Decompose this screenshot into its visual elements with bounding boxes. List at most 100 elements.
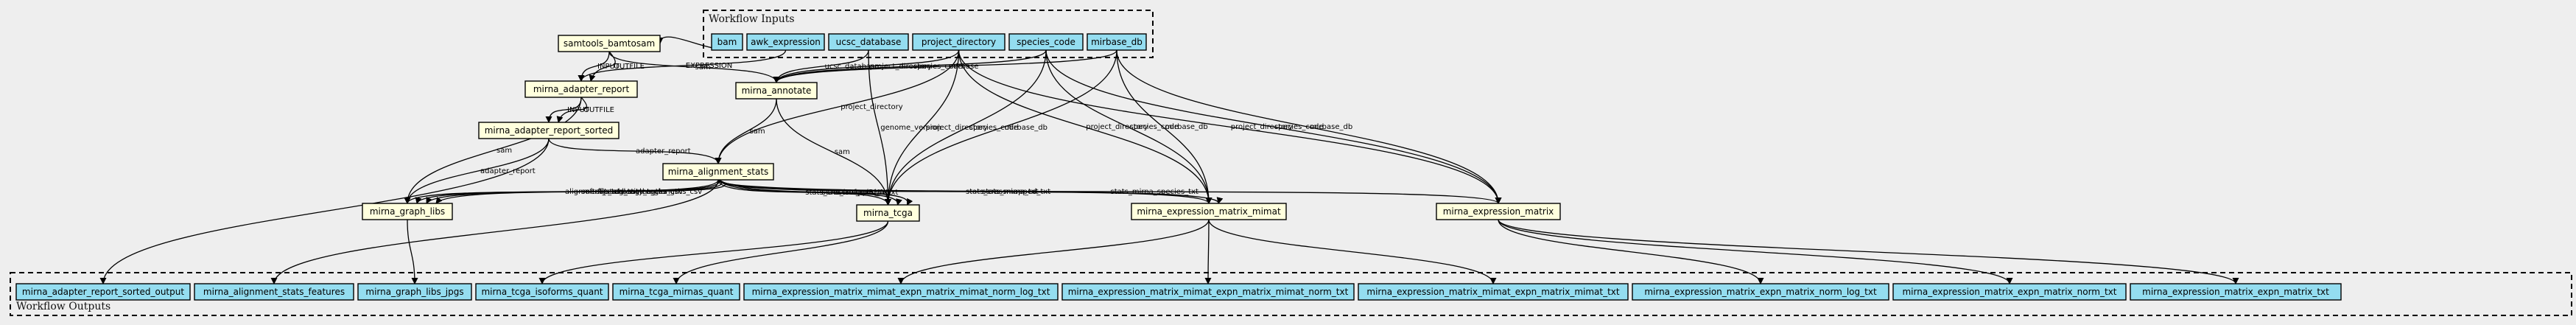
edge-label: genome_version [880, 124, 941, 132]
step-node-box [662, 163, 774, 181]
input-node-box [1008, 33, 1084, 51]
edge-mirna-alignment-stats-to-mirna-alignment-stats-features [270, 179, 719, 284]
edge-mirna-adapter-report-to-mirna-adapter-report-sorted [556, 97, 587, 123]
step-node-box [524, 80, 638, 98]
edge-label: filtered_taglengths_csv [597, 188, 683, 196]
edge-mirna-expression-matrix-to-mirna-expression-matrix-expn-matrix-txt [1498, 219, 2239, 284]
output-node-box [1061, 283, 1355, 301]
edge-project-directory-to-mirna-expression-matrix-mimat [958, 49, 1212, 204]
edge-label: stats_mirna_species_txt [1111, 188, 1198, 196]
input-node-box [912, 33, 1006, 51]
edge-label: project_directory [1086, 123, 1148, 131]
edge-mirna-expression-matrix-mimat-to-mirna-expression-matrix-mimat-expn-matrix-mimat-norm-log-txt [897, 219, 1210, 284]
step-node-box [856, 204, 920, 222]
input-node-ucsc-database: ucsc_database [828, 33, 909, 51]
step-node-mirna-alignment-stats: mirna_alignment_stats [662, 163, 774, 181]
edge-label: sam [695, 63, 711, 71]
output-node-mirna-expression-matrix-expn-matrix-norm-log-txt: mirna_expression_matrix_expn_matrix_norm… [1632, 283, 1889, 301]
output-node-mirna-tcga-mirnas-quant: mirna_tcga_mirnas_quant [612, 283, 740, 301]
edge-label: chastity_taglengths_csv [614, 188, 702, 196]
edge-label: sam [835, 148, 850, 156]
edge-label: project_directory [1231, 123, 1294, 131]
edge-mirna-annotate-to-mirna-alignment-stats [715, 98, 777, 164]
step-node-label: samtools_bamtosam [564, 38, 655, 49]
workflow-outputs-cluster [10, 272, 2572, 316]
edge-label: EXPRESSION [686, 62, 732, 70]
input-node-box [746, 33, 825, 51]
output-node-box [743, 283, 1059, 301]
output-node-mirna-alignment-stats-features: mirna_alignment_stats_features [194, 283, 354, 301]
edge-mirna-adapter-report-sorted-to-mirna-graph-libs [404, 138, 550, 204]
step-node-box [735, 82, 818, 99]
edge-label: mirbase_db [1005, 124, 1047, 132]
edge-awk-expression-to-mirna-adapter-report [578, 49, 787, 82]
edge-label: stats_miRNA_txt [838, 189, 898, 197]
step-node-mirna-expression-matrix-mimat: mirna_expression_matrix_mimat [1131, 203, 1287, 220]
edge-label: OUTFILE [583, 106, 614, 114]
edge-mirna-expression-matrix-mimat-to-mirna-expression-matrix-mimat-expn-matrix-mimat-norm-txt [1204, 219, 1212, 284]
output-node-mirna-adapter-report-sorted-output: mirna_adapter_report_sorted_output [15, 283, 191, 301]
edge-project-directory-to-mirna-alignment-stats [715, 49, 960, 164]
step-node-label: mirna_expression_matrix_mimat [1137, 206, 1281, 217]
step-node-box [1131, 203, 1287, 220]
input-node-box [711, 33, 743, 51]
edge-ucsc-database-to-mirna-annotate [773, 49, 869, 83]
input-node-label: bam [717, 37, 737, 47]
output-node-label: mirna_expression_matrix_mimat_expn_matri… [1366, 287, 1620, 297]
edge-mirna-adapter-report-sorted-to-mirna-adapter-report-sorted-output [99, 138, 550, 284]
step-node-label: mirna_annotate [742, 85, 812, 96]
nodes-layer: bam awk_expression ucsc_database project_di… [15, 33, 2342, 301]
edge-mirna-tcga-to-mirna-tcga-isoforms-quant [538, 220, 889, 284]
edge-project-directory-to-mirna-annotate [773, 49, 960, 83]
output-node-box [15, 283, 191, 301]
output-node-mirna-expression-matrix-expn-matrix-txt: mirna_expression_matrix_expn_matrix_txt [2130, 283, 2342, 301]
step-node-mirna-expression-matrix: mirna_expression_matrix [1436, 203, 1561, 220]
output-node-label: mirna_expression_matrix_expn_matrix_norm… [1902, 287, 2116, 297]
step-node-mirna-adapter-report: mirna_adapter_report [524, 80, 638, 98]
edge-label: OUTFILE [614, 63, 645, 71]
step-node-mirna-annotate: mirna_annotate [735, 82, 818, 99]
output-node-label: mirna_expression_matrix_expn_matrix_norm… [1644, 287, 1877, 297]
output-node-mirna-tcga-isoforms-quant: mirna_tcga_isoforms_quant [475, 283, 609, 301]
edge-label: species_code [1130, 123, 1179, 131]
edge-label: mirbase_db [1165, 123, 1208, 131]
step-node-mirna-tcga: mirna_tcga [856, 204, 920, 222]
edge-project-directory-to-mirna-tcga [885, 49, 960, 206]
output-node-box [2130, 283, 2342, 301]
edge-species-code-to-mirna-expression-matrix [1045, 49, 1502, 204]
output-node-box [1358, 283, 1629, 301]
edge-ucsc-database-to-mirna-tcga [868, 49, 891, 206]
output-node-box [475, 283, 609, 301]
edge-project-directory-to-mirna-expression-matrix [958, 49, 1502, 204]
output-node-label: mirna_expression_matrix_mimat_expn_matri… [1068, 287, 1349, 297]
step-node-label: mirna_adapter_report [533, 84, 630, 94]
output-node-label: mirna_graph_libs_jpgs [365, 287, 463, 297]
edge-label: project_directory [840, 103, 903, 111]
workflow-outputs-title: Workflow Outputs [16, 301, 110, 312]
edge-samtools-bamtosam-to-mirna-annotate [608, 51, 780, 83]
output-node-label: mirna_expression_matrix_expn_matrix_txt [2142, 287, 2329, 297]
input-node-label: awk_expression [751, 37, 821, 47]
output-node-label: mirna_alignment_stats_features [203, 287, 345, 297]
edge-label: mirbase_db [1310, 123, 1352, 131]
workflow-inputs-cluster [703, 10, 1154, 58]
input-node-label: ucsc_database [836, 37, 902, 47]
edge-mirna-expression-matrix-to-mirna-expression-matrix-expn-matrix-norm-log-txt [1498, 219, 1764, 284]
step-node-box [558, 35, 661, 52]
input-node-label: project_directory [922, 37, 996, 47]
output-node-label: mirna_expression_matrix_mimat_expn_matri… [752, 287, 1050, 297]
edge-label: sam [496, 147, 512, 155]
input-node-label: species_code [1017, 37, 1075, 47]
input-node-awk-expression: awk_expression [746, 33, 825, 51]
edge-label: species_code [1274, 123, 1323, 131]
edge-mirbase-db-to-mirna-annotate [773, 49, 1117, 83]
step-node-label: mirna_expression_matrix [1443, 206, 1554, 217]
edge-mirna-alignment-stats-to-mirna-expression-matrix [717, 179, 1502, 204]
edge-label: stats_mima_txt [982, 188, 1039, 196]
step-node-label: mirna_alignment_stats [668, 167, 769, 177]
output-node-box [1892, 283, 2127, 301]
step-node-box [362, 203, 453, 220]
output-node-label: mirna_tcga_mirnas_quant [620, 287, 734, 297]
edge-mirna-expression-matrix-mimat-to-mirna-expression-matrix-mimat-expn-matrix-mimat-txt [1208, 219, 1497, 284]
